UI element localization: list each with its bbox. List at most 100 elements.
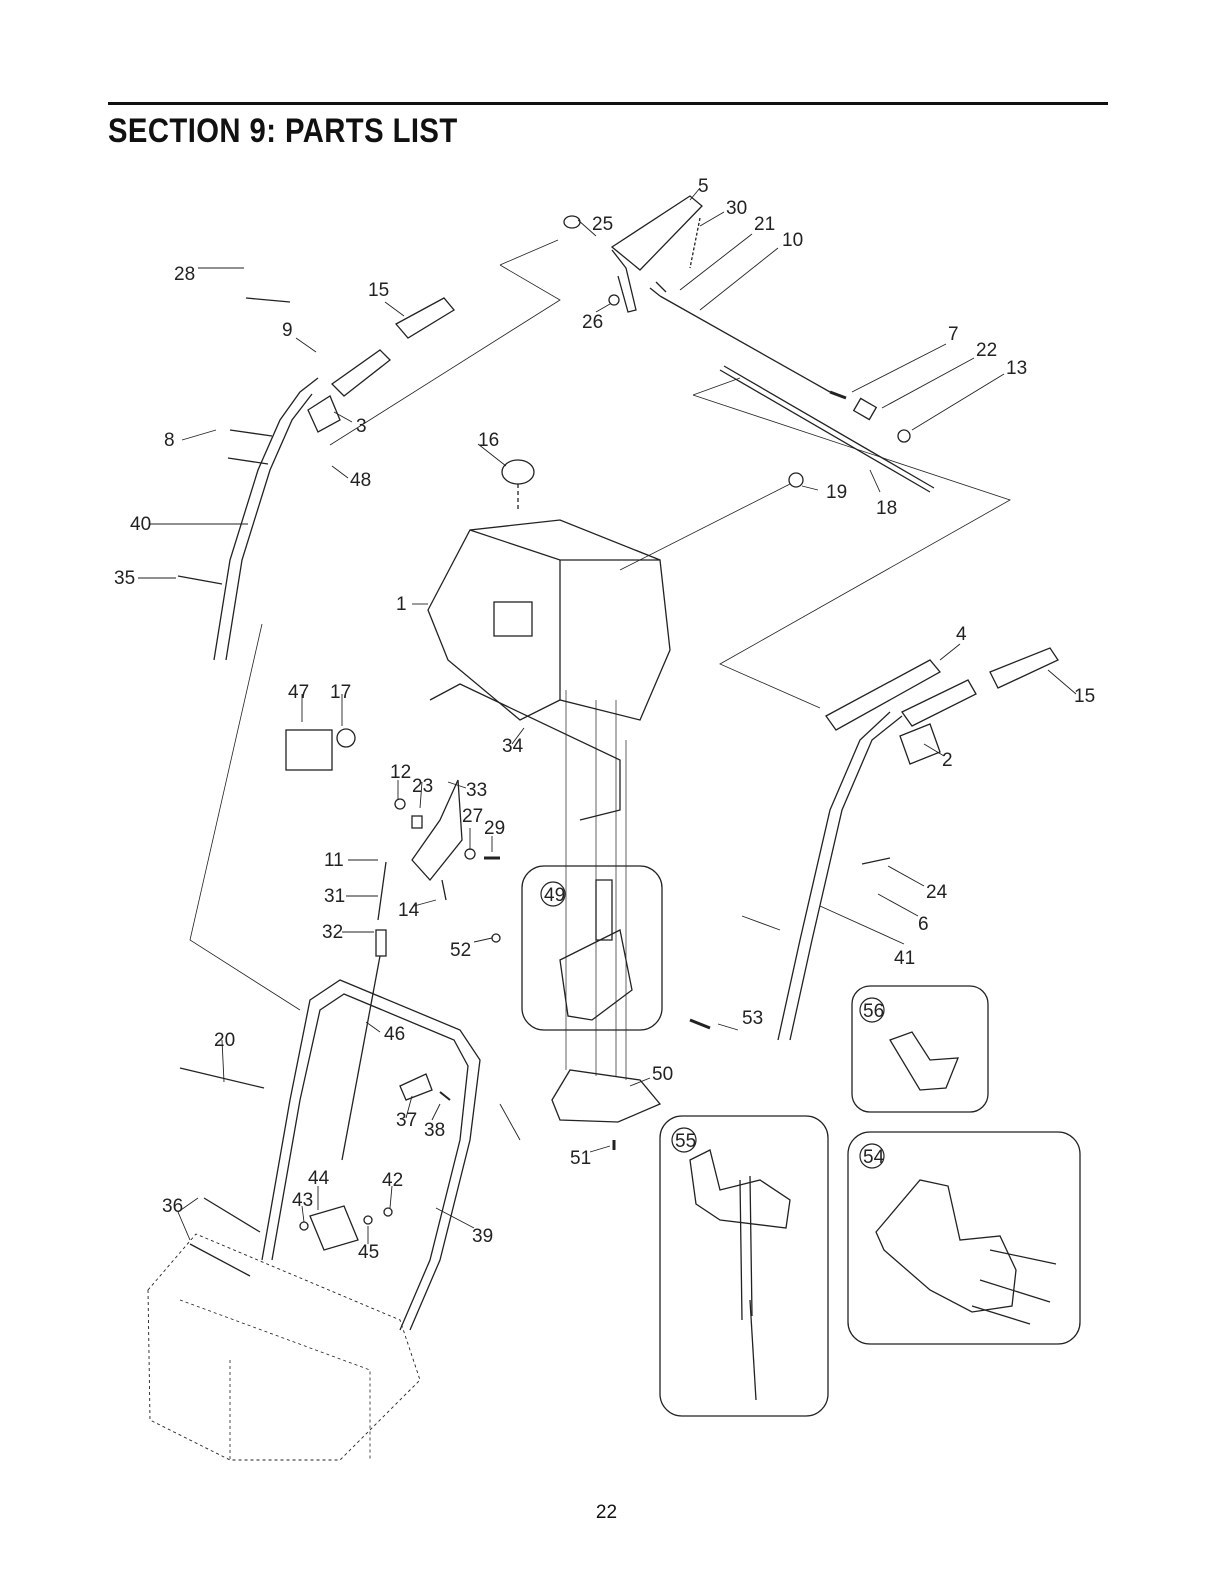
nut-13 <box>898 430 910 442</box>
callout-9: 9 <box>282 320 293 341</box>
coupler-32 <box>376 930 386 956</box>
callout-5: 5 <box>698 176 709 197</box>
handle-bracket <box>612 250 636 312</box>
cable-18 <box>720 366 934 492</box>
clip-24 <box>862 858 890 864</box>
callout-11: 11 <box>324 850 344 871</box>
callout-37: 37 <box>396 1110 417 1131</box>
callout-41: 41 <box>894 948 915 969</box>
callout-38: 38 <box>424 1120 445 1141</box>
part-callouts: 5 30 21 10 25 26 7 22 13 19 18 15 9 28 3… <box>114 176 1095 1263</box>
callout-47: 47 <box>288 682 309 703</box>
callout-26: 26 <box>582 312 603 333</box>
washer-45 <box>364 1216 372 1224</box>
callout-45: 45 <box>358 1242 379 1263</box>
bolt-35 <box>178 576 222 584</box>
callout-16: 16 <box>478 430 499 451</box>
callout-29: 29 <box>484 818 505 839</box>
bolts-8 <box>228 430 272 464</box>
right-upper-handle-41 <box>778 712 902 1040</box>
nut-42 <box>384 1208 392 1216</box>
inset-label-55: 55 <box>675 1131 696 1152</box>
inset-label-49: 49 <box>544 885 565 906</box>
pin-14 <box>442 880 446 900</box>
guide-line-left <box>190 624 300 1010</box>
callout-50: 50 <box>652 1064 673 1085</box>
callout-13: 13 <box>1006 358 1027 379</box>
callout-36: 36 <box>162 1196 183 1217</box>
fitting-19 <box>789 473 803 487</box>
auger-housing-inner <box>180 1300 370 1460</box>
inset-labels: 49 56 55 54 <box>541 882 885 1168</box>
callout-18: 18 <box>876 498 897 519</box>
guide-line-19 <box>620 484 790 570</box>
knob-38 <box>440 1092 450 1100</box>
inset-label-56: 56 <box>863 1001 884 1022</box>
washer-27 <box>465 849 475 859</box>
bolts-36 <box>190 1198 260 1276</box>
cable-55 <box>750 1300 756 1400</box>
callout-42: 42 <box>382 1170 403 1191</box>
callout-6: 6 <box>918 914 929 935</box>
bracket-2 <box>900 724 940 764</box>
callout-3: 3 <box>356 416 367 437</box>
control-handle-5 <box>612 196 702 270</box>
nut-26 <box>609 295 619 305</box>
shift-lever-49 <box>596 880 612 940</box>
callout-19: 19 <box>826 482 847 503</box>
light-47 <box>286 730 332 770</box>
bracket-3 <box>308 396 340 432</box>
cable-end-7 <box>830 392 846 398</box>
grip-15-left-tube <box>396 298 454 338</box>
rod-55 <box>740 1176 752 1320</box>
dash-panel-window <box>494 602 532 636</box>
knob-37 <box>400 1074 432 1100</box>
callout-12: 12 <box>390 762 411 783</box>
callout-20: 20 <box>214 1030 235 1051</box>
grip-15-left <box>332 350 390 396</box>
callout-10: 10 <box>782 230 803 251</box>
guide-line-cable <box>693 378 1010 708</box>
knob-16 <box>502 460 534 484</box>
bracket-34 <box>430 684 620 820</box>
spring-23 <box>412 816 422 828</box>
bolt-43 <box>300 1222 308 1230</box>
guide-lines-plate <box>566 690 626 1080</box>
callout-28: 28 <box>174 264 195 285</box>
handle-4 <box>826 660 940 730</box>
bulb-17 <box>337 729 355 747</box>
callout-31: 31 <box>324 886 345 907</box>
callout-7: 7 <box>948 324 959 345</box>
callout-24: 24 <box>926 882 948 903</box>
bolt-53 <box>690 1020 710 1028</box>
washer-12 <box>395 799 405 809</box>
callout-1: 1 <box>396 594 407 615</box>
ferrule-21 <box>650 282 666 296</box>
leader-lines <box>138 188 1076 1244</box>
washer-52 <box>492 934 500 942</box>
callout-32: 32 <box>322 922 343 943</box>
auger-housing <box>148 1234 420 1460</box>
cable-20 <box>180 1068 264 1088</box>
callout-30: 30 <box>726 198 747 219</box>
rod-46 <box>342 956 380 1160</box>
callout-39: 39 <box>472 1226 493 1247</box>
callout-15-right: 15 <box>1074 686 1095 707</box>
inset-label-54: 54 <box>863 1147 885 1168</box>
lower-handle-39 <box>262 980 480 1330</box>
gearbox-54 <box>876 1180 1016 1312</box>
callout-4: 4 <box>956 624 967 645</box>
callout-43: 43 <box>292 1190 313 1211</box>
plate-50 <box>552 1070 660 1122</box>
callout-22: 22 <box>976 340 997 361</box>
grip-15-right <box>990 648 1058 688</box>
inset-box-55 <box>660 1116 828 1416</box>
adjuster-22 <box>854 398 877 419</box>
dash-panel-top <box>470 530 660 700</box>
part-56 <box>890 1032 958 1090</box>
callout-52: 52 <box>450 940 471 961</box>
callout-34: 34 <box>502 736 524 757</box>
callout-40: 40 <box>130 514 151 535</box>
callout-27: 27 <box>462 806 483 827</box>
